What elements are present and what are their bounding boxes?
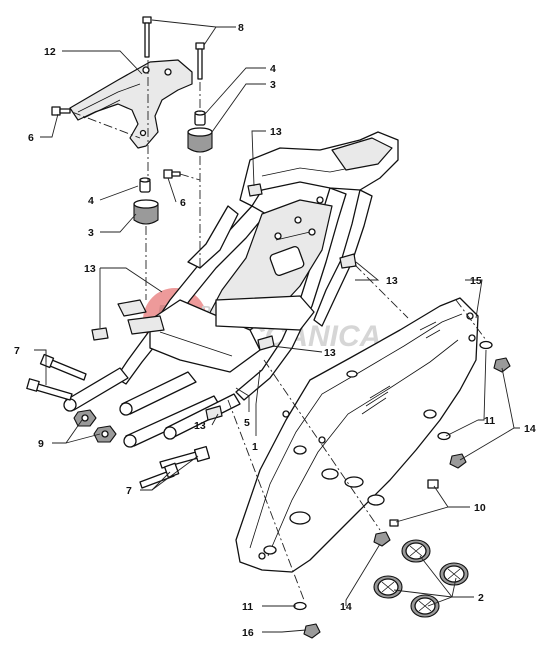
callout-14-bottom: 14 — [340, 601, 352, 613]
part-8-bolts — [142, 16, 205, 80]
callout-13-center: 13 — [324, 347, 336, 359]
callout-13-left: 13 — [84, 263, 96, 275]
callout-6-left: 6 — [28, 132, 34, 144]
callout-7-left: 7 — [14, 345, 20, 357]
part-10-screws — [389, 479, 439, 527]
callout-9: 9 — [38, 438, 44, 450]
part-3-4-bushings — [133, 110, 213, 225]
callout-10: 10 — [474, 502, 486, 514]
callout-16: 16 — [242, 627, 254, 639]
callout-4-lower: 4 — [88, 195, 94, 207]
callout-12: 12 — [44, 46, 56, 58]
part-11-14-16-fasteners — [293, 340, 511, 639]
callout-7-bottom: 7 — [126, 485, 132, 497]
callout-11-right: 11 — [484, 415, 495, 427]
frame-struts — [63, 367, 241, 448]
callout-13-bottom: 13 — [194, 420, 206, 432]
part-9-nuts — [73, 409, 117, 443]
callout-5: 5 — [244, 417, 250, 429]
callout-3-upper: 3 — [270, 79, 276, 91]
callout-labels: 8 12 4 3 6 13 4 6 3 13 13 15 7 13 9 13 5… — [14, 22, 536, 639]
callout-2: 2 — [478, 592, 484, 604]
assembly-lines — [71, 60, 487, 601]
part-6-screws — [51, 106, 181, 179]
callout-6-right: 6 — [180, 197, 186, 209]
callout-13-right: 13 — [386, 275, 398, 287]
callout-15: 15 — [470, 275, 482, 287]
part-2-grommets — [373, 539, 469, 618]
part-12-bracket — [69, 59, 193, 149]
callout-13-top: 13 — [270, 126, 282, 138]
tray-slots — [361, 321, 441, 415]
callout-3-lower: 3 — [88, 227, 94, 239]
part-15-under-tray — [235, 297, 479, 573]
callout-14-right: 14 — [524, 423, 536, 435]
callout-1: 1 — [252, 441, 258, 453]
leader-lines — [34, 19, 520, 633]
callout-11-bottom: 11 — [242, 601, 253, 613]
callout-8: 8 — [238, 22, 244, 34]
callout-4-upper: 4 — [270, 63, 276, 75]
